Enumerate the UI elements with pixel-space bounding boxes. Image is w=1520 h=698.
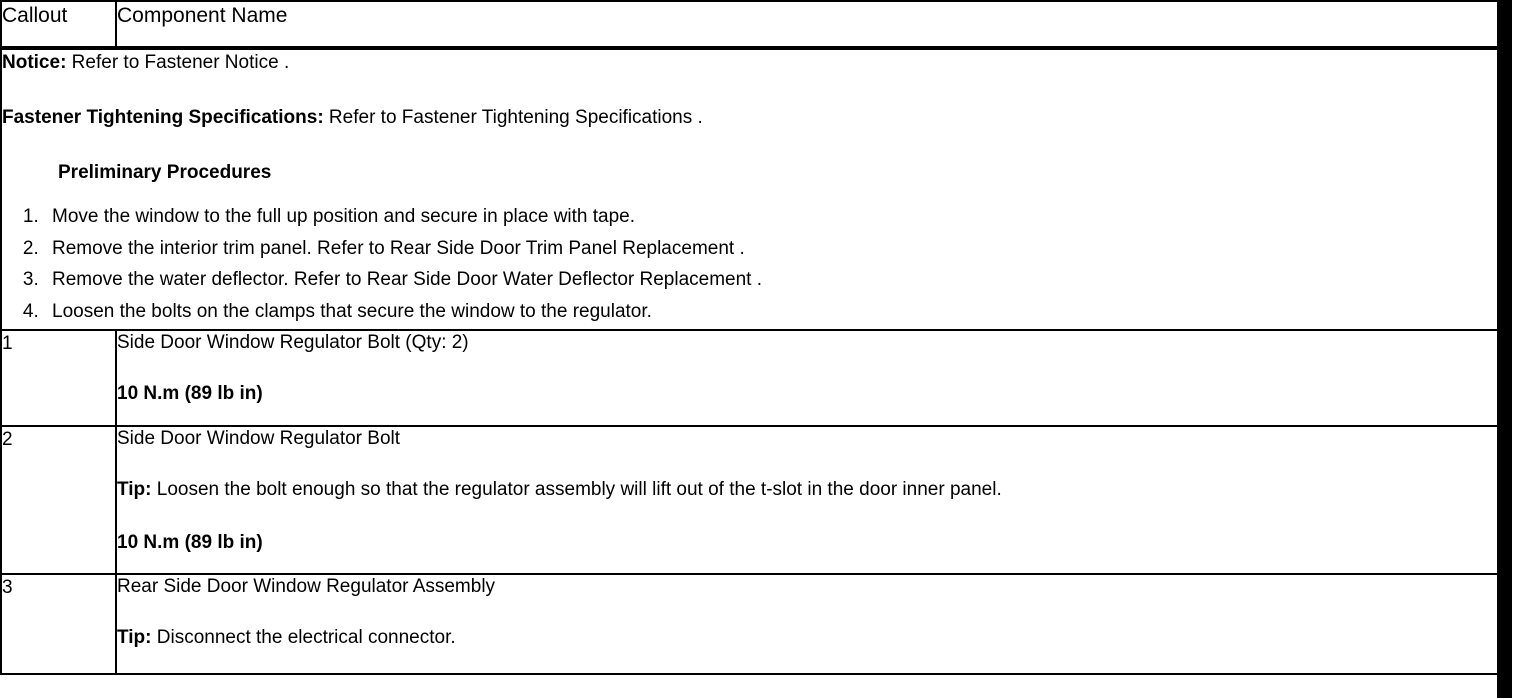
table-row: 3 Rear Side Door Window Regulator Assemb… <box>0 573 1499 676</box>
notice-row: Notice: Refer to Fastener Notice . Faste… <box>0 46 1499 332</box>
torque-spec: 10 N.m (89 lb in) <box>117 383 263 405</box>
fastener-notice-line: Notice: Refer to Fastener Notice . <box>2 50 1497 75</box>
component-tip: Tip: Loosen the bolt enough so that the … <box>117 478 1497 503</box>
notice-cell: Notice: Refer to Fastener Notice . Faste… <box>0 46 1499 332</box>
preliminary-procedures-list: Move the window to the full up position … <box>2 203 1497 325</box>
tip-label: Tip: <box>117 479 152 501</box>
component-name-text: Side Door Window Regulator Bolt (Qty: 2) <box>117 332 469 354</box>
component-name-text: Rear Side Door Window Regulator Assembly <box>117 576 496 598</box>
fastener-spec-text: Refer to Fastener Tightening Specificati… <box>323 107 703 129</box>
column-header-callout: Callout <box>0 0 117 50</box>
tip-text: Loosen the bolt enough so that the regul… <box>151 479 1002 501</box>
callout-number: 3 <box>0 573 117 676</box>
table-row: 1 Side Door Window Regulator Bolt (Qty: … <box>0 329 1499 428</box>
component-cell: Rear Side Door Window Regulator Assembly… <box>115 573 1499 676</box>
callout-number: 1 <box>0 329 117 428</box>
table-header-row: Callout Component Name <box>0 0 1499 50</box>
component-name-text: Side Door Window Regulator Bolt <box>117 428 401 450</box>
component-cell: Side Door Window Regulator Bolt Tip: Loo… <box>115 425 1499 576</box>
column-header-component-name: Component Name <box>115 0 1499 50</box>
table-row: 2 Side Door Window Regulator Bolt Tip: L… <box>0 425 1499 576</box>
notice-label: Notice: <box>2 52 67 73</box>
list-item: Move the window to the full up position … <box>44 203 1497 231</box>
fastener-spec-line: Fastener Tightening Specifications: Refe… <box>2 105 1497 130</box>
list-item: Remove the water deflector. Refer to Rea… <box>44 266 1497 294</box>
component-tip: Tip: Disconnect the electrical connector… <box>117 626 1497 651</box>
torque-spec: 10 N.m (89 lb in) <box>117 531 263 553</box>
list-item: Remove the interior trim panel. Refer to… <box>44 235 1497 263</box>
tip-label: Tip: <box>117 627 152 649</box>
fastener-spec-label: Fastener Tightening Specifications: <box>2 107 324 129</box>
component-cell: Side Door Window Regulator Bolt (Qty: 2)… <box>115 329 1499 428</box>
page-edge-rule <box>1497 0 1512 698</box>
preliminary-procedures-heading: Preliminary Procedures <box>58 162 272 184</box>
tip-text: Disconnect the electrical connector. <box>151 627 456 649</box>
notice-text: Refer to Fastener Notice . <box>66 52 290 73</box>
callout-number: 2 <box>0 425 117 576</box>
component-table: Callout Component Name Notice: Refer to … <box>0 0 1499 675</box>
list-item: Loosen the bolts on the clamps that secu… <box>44 298 1497 326</box>
